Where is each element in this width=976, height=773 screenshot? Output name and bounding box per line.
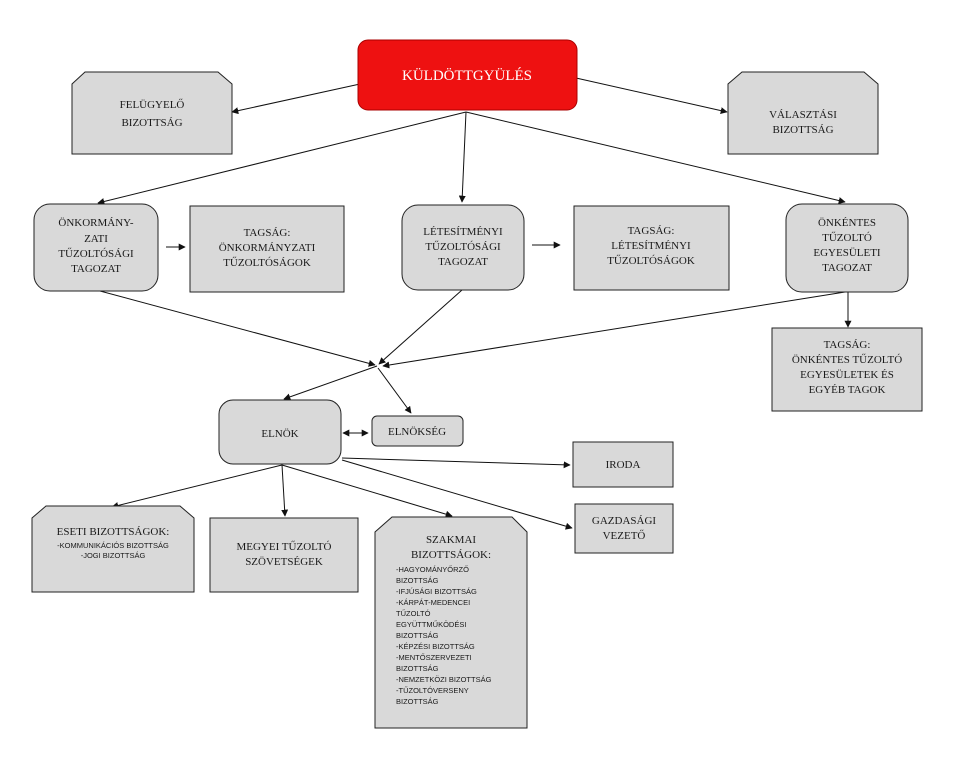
arrow-to-elnok [283, 365, 378, 401]
szakmai-item-4: -KÁRPÁT-MEDENCEI [396, 598, 470, 607]
szakmai-item-8: -KÉPZÉSI BIZOTTSÁG [396, 642, 475, 651]
arrow-to-eseti [111, 464, 283, 509]
arrow-to-szakmai [281, 464, 453, 518]
onkentes-label-4: TAGOZAT [822, 262, 872, 274]
tagsag-onkentes-label-2: ÖNKÉNTES TŰZOLTÓ [792, 354, 902, 366]
szakmai-item-12: -TŰZOLTÓVERSENY [396, 686, 469, 695]
szakmai-item-6: EGYÜTTMŰKÖDÉSI [396, 620, 466, 629]
node-letesitmenyi-tagozat: LÉTESÍTMÉNYI TŰZOLTÓSÁGI TAGOZAT [401, 204, 525, 291]
tagsag-onkormanyzati-label-3: TŰZOLTÓSÁGOK [223, 257, 311, 269]
onkormanyzati-label-4: TAGOZAT [71, 263, 121, 275]
gazdasagi-label-2: VEZETŐ [603, 530, 646, 542]
tagsag-letesitmenyi-label-2: LÉTESÍTMÉNYI [611, 240, 691, 252]
elnok-label: ELNÖK [261, 428, 298, 440]
arrow-to-megyei [281, 464, 289, 517]
kuldottgyules-label: KÜLDÖTTGYÜLÉS [402, 67, 532, 84]
tagsag-letesitmenyi-label-1: TAGSÁG: [628, 225, 675, 237]
szakmai-item-7: BIZOTTSÁG [396, 631, 439, 640]
line-letesitmenyi-merge [378, 289, 463, 365]
eseti-item-1: -KOMMUNIKÁCIÓS BIZOTTSÁG [57, 541, 169, 550]
onkentes-label-3: EGYESÜLETI [813, 247, 881, 259]
arrow-to-elnokseg [377, 367, 412, 414]
felugyelo-label-2: BIZOTTSÁG [121, 117, 182, 129]
node-elnokseg: ELNÖKSÉG [371, 415, 464, 447]
arrow-to-onkormanyzati [97, 111, 467, 205]
arrow-to-felugyelo [231, 83, 361, 115]
szakmai-title-2: BIZOTTSÁGOK: [411, 549, 491, 561]
onkentes-label-1: ÖNKÉNTES [818, 217, 876, 229]
tagsag-onkentes-label-3: EGYESÜLETEK ÉS [800, 369, 894, 381]
eseti-item-2: -JOGI BIZOTTSÁG [81, 551, 146, 560]
letesitmenyi-label-1: LÉTESÍTMÉNYI [423, 226, 503, 238]
elnokseg-label: ELNÖKSÉG [388, 426, 446, 438]
tagsag-onkormanyzati-label-1: TAGSÁG: [244, 227, 291, 239]
eseti-title: ESETI BIZOTTSÁGOK: [57, 526, 170, 538]
onkormanyzati-label-2: ZATI [84, 233, 108, 245]
line-onkormanyzati-merge [99, 290, 376, 367]
tagsag-onkentes-label-1: TAGSÁG: [824, 339, 871, 351]
node-tagsag-onkentes: TAGSÁG: ÖNKÉNTES TŰZOLTÓ EGYESÜLETEK ÉS … [771, 327, 923, 412]
node-tagsag-letesitmenyi: TAGSÁG: LÉTESÍTMÉNYI TŰZOLTÓSÁGOK [573, 205, 730, 291]
node-tagsag-onkormanyzati: TAGSÁG: ÖNKORMÁNYZATI TŰZOLTÓSÁGOK [189, 205, 345, 293]
node-gazdasagi: GAZDASÁGI VEZETŐ [574, 503, 674, 554]
felugyelo-label-1: FELÜGYELŐ [120, 99, 185, 111]
arrow-to-letesitmenyi [458, 111, 467, 203]
connectors [97, 77, 852, 530]
iroda-label: IRODA [606, 459, 641, 471]
valasztasi-label-1: VÁLASZTÁSI [769, 109, 837, 121]
szakmai-item-2: BIZOTTSÁG [396, 576, 439, 585]
valasztasi-label-2: BIZOTTSÁG [772, 124, 833, 136]
tagsag-letesitmenyi-label-3: TŰZOLTÓSÁGOK [607, 255, 695, 267]
node-eseti: ESETI BIZOTTSÁGOK: -KOMMUNIKÁCIÓS BIZOTT… [31, 505, 195, 593]
node-megyei: MEGYEI TŰZOLTÓ SZÖVETSÉGEK [209, 517, 359, 593]
onkentes-label-2: TŰZOLTÓ [822, 232, 872, 244]
szakmai-item-9: -MENTŐSZERVEZETI [396, 653, 472, 662]
node-szakmai: SZAKMAI BIZOTTSÁGOK: -HAGYOMÁNYŐRZŐ BIZO… [374, 516, 528, 729]
szakmai-item-13: BIZOTTSÁG [396, 697, 439, 706]
szakmai-item-11: -NEMZETKÖZI BIZOTTSÁG [396, 675, 492, 684]
node-kuldottgyules: KÜLDÖTTGYÜLÉS [357, 39, 578, 111]
arrow-to-valasztasi [575, 77, 728, 115]
onkormanyzati-label-3: TŰZOLTÓSÁGI [58, 248, 134, 260]
node-valasztasi: VÁLASZTÁSI BIZOTTSÁG [727, 71, 879, 155]
onkormanyzati-label-1: ÖNKORMÁNY- [58, 217, 134, 229]
letesitmenyi-label-3: TAGOZAT [438, 256, 488, 268]
line-onkentes-merge [382, 291, 846, 369]
szakmai-item-3: -IFJÚSÁGI BIZOTTSÁG [396, 587, 477, 596]
node-onkormanyzati-tagozat: ÖNKORMÁNY- ZATI TŰZOLTÓSÁGI TAGOZAT [33, 203, 159, 292]
arrow-to-onkentes [465, 111, 846, 204]
megyei-label-2: SZÖVETSÉGEK [245, 556, 323, 568]
node-onkentes-tagozat: ÖNKÉNTES TŰZOLTÓ EGYESÜLETI TAGOZAT [785, 203, 909, 293]
arrow-to-iroda [341, 457, 571, 469]
letesitmenyi-label-2: TŰZOLTÓSÁGI [425, 241, 501, 253]
szakmai-item-5: TŰZOLTÓ [396, 609, 431, 618]
arrow-to-gazdasagi [341, 459, 573, 530]
node-felugyelo: FELÜGYELŐ BIZOTTSÁG [71, 71, 233, 155]
szakmai-item-1: -HAGYOMÁNYŐRZŐ [396, 565, 469, 574]
megyei-label-1: MEGYEI TŰZOLTÓ [236, 541, 331, 553]
szakmai-item-10: BIZOTTSÁG [396, 664, 439, 673]
node-iroda: IRODA [572, 441, 674, 488]
tagsag-onkormanyzati-label-2: ÖNKORMÁNYZATI [219, 242, 316, 254]
tagsag-onkentes-label-4: EGYÉB TAGOK [809, 384, 886, 396]
gazdasagi-label-1: GAZDASÁGI [592, 515, 657, 527]
szakmai-title-1: SZAKMAI [426, 534, 476, 546]
node-elnok: ELNÖK [218, 399, 342, 465]
